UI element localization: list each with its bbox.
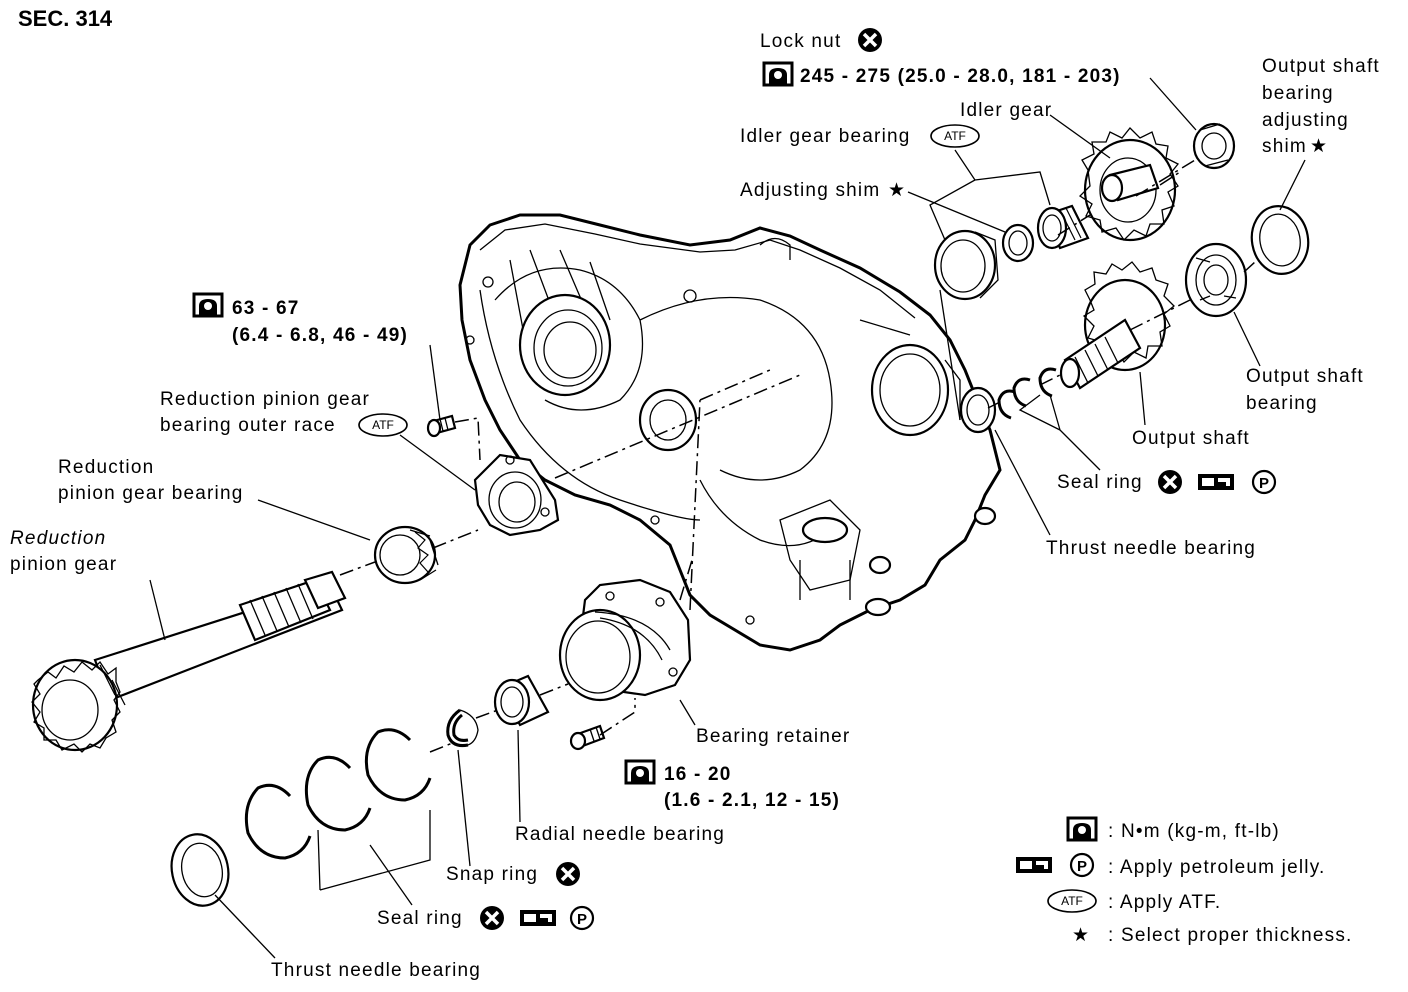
atf-text: ATF xyxy=(1061,894,1083,908)
torque-wrench-icon xyxy=(624,759,656,785)
replace-icon xyxy=(856,26,884,54)
legend-star-text: : Select proper thickness. xyxy=(1108,925,1353,946)
bolt-16-20 xyxy=(569,724,606,751)
label-bearing-retainer: Bearing retainer xyxy=(696,726,850,747)
label-thrust-right: Thrust needle bearing xyxy=(1046,538,1256,559)
petroleum-jelly-icon xyxy=(1016,857,1052,873)
star-icon: ★ xyxy=(1072,925,1090,946)
label-seal-ring-right: Seal ring xyxy=(1057,472,1143,493)
label-lock-nut-torque: 245 - 275 (25.0 - 28.0, 181 - 203) xyxy=(800,66,1121,87)
reduction-pinion-bearing-outer-race xyxy=(473,453,560,537)
petroleum-p-icon xyxy=(1069,852,1095,878)
output-shaft xyxy=(1059,261,1175,390)
label-red-bearing-1: Reduction xyxy=(58,457,154,478)
output-shaft-bearing-adjusting-shim xyxy=(1250,205,1310,275)
star-icon: ★ xyxy=(888,180,906,201)
label-adjusting-shim: Adjusting shim xyxy=(740,180,880,201)
transaxle-housing xyxy=(458,213,1002,652)
star-icon: ★ xyxy=(1310,136,1328,157)
adjusting-shim xyxy=(1001,223,1035,263)
reduction-pinion-gear xyxy=(31,570,347,753)
petroleum-jelly-icon xyxy=(520,910,556,926)
label-red-bearing-2: pinion gear bearing xyxy=(58,483,243,504)
label-radial-needle: Radial needle bearing xyxy=(515,824,725,845)
legend-torque-text: : N•m (kg-m, ft-lb) xyxy=(1108,821,1280,842)
thrust-needle-bearing-right xyxy=(959,386,997,434)
seal-rings-right xyxy=(997,367,1057,420)
snap-ring xyxy=(446,708,479,747)
seal-rings-left xyxy=(244,728,432,860)
label-output-bearing-1: Output shaft xyxy=(1246,366,1364,387)
label-snap-ring: Snap ring xyxy=(446,864,538,885)
label-output-shim-2: bearing xyxy=(1262,83,1334,104)
label-idler-gear: Idler gear xyxy=(960,100,1052,121)
petroleum-p-icon xyxy=(569,905,595,931)
label-output-bearing-2: bearing xyxy=(1246,393,1318,414)
label-output-shim-1: Output shaft xyxy=(1262,56,1380,77)
label-torque-16-20: 16 - 20 xyxy=(664,764,732,785)
thrust-needle-bearing-left xyxy=(170,833,230,907)
torque-wrench-icon xyxy=(192,292,224,318)
legend-jelly-text: : Apply petroleum jelly. xyxy=(1108,857,1325,878)
torque-wrench-icon xyxy=(1066,816,1098,842)
reduction-pinion-gear-bearing xyxy=(373,525,439,585)
label-outer-race-2: bearing outer race xyxy=(160,415,336,436)
bolt-63-67 xyxy=(426,414,457,438)
label-outer-race-1: Reduction pinion gear xyxy=(160,389,370,410)
torque-wrench-icon xyxy=(762,61,794,87)
atf-text: ATF xyxy=(944,129,966,143)
label-lock-nut: Lock nut xyxy=(760,31,841,52)
petroleum-p-icon xyxy=(1251,469,1277,495)
label-output-shim-3: adjusting xyxy=(1262,110,1349,131)
bearing-retainer xyxy=(558,578,692,702)
lock-nut xyxy=(1192,122,1236,170)
idler-bearing-race xyxy=(933,229,999,301)
label-output-shim-4: shim xyxy=(1262,136,1307,157)
output-shaft-bearing xyxy=(1184,242,1248,318)
idler-gear-bearing xyxy=(1036,204,1090,250)
label-idler-gear-bearing: Idler gear bearing xyxy=(740,126,911,147)
section-number: SEC. 314 xyxy=(18,6,113,31)
legend-atf-text: : Apply ATF. xyxy=(1108,892,1221,913)
label-red-gear-2: pinion gear xyxy=(10,554,117,575)
label-seal-ring-left: Seal ring xyxy=(377,908,463,929)
label-thrust-left: Thrust needle bearing xyxy=(271,960,481,981)
replace-icon xyxy=(554,860,582,888)
replace-icon xyxy=(1156,468,1184,496)
replace-icon xyxy=(478,904,506,932)
legend: : N•m (kg-m, ft-lb) : Apply petroleum je… xyxy=(1016,816,1353,946)
idler-gear xyxy=(1078,127,1180,242)
atf-text: ATF xyxy=(372,418,394,432)
label-torque-16-20-units: (1.6 - 2.1, 12 - 15) xyxy=(664,790,840,811)
label-torque-63-67: 63 - 67 xyxy=(232,298,300,319)
radial-needle-bearing xyxy=(493,674,550,727)
label-torque-63-67-units: (6.4 - 6.8, 46 - 49) xyxy=(232,325,408,346)
leader-lines xyxy=(149,77,1306,959)
petroleum-jelly-icon xyxy=(1198,474,1234,490)
label-red-gear-1: Reduction xyxy=(10,528,106,549)
label-output-shaft: Output shaft xyxy=(1132,428,1250,449)
